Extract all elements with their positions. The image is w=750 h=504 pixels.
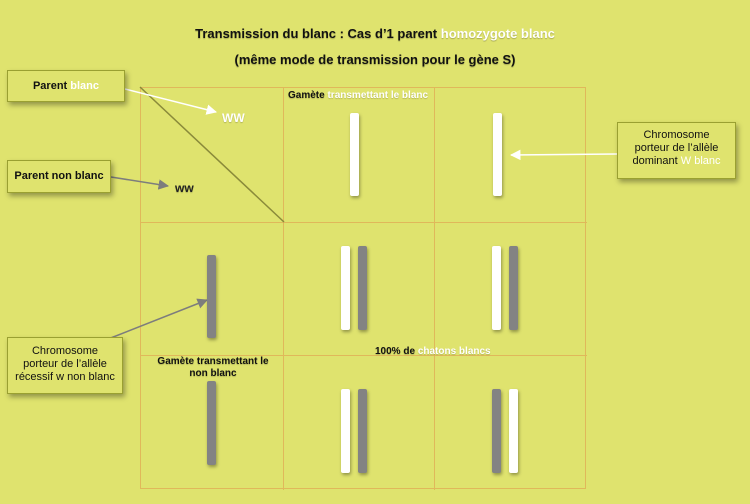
cell-gamete-top-2 — [435, 88, 587, 223]
gamete-left-line2: non blanc — [189, 368, 237, 379]
chromosome-offspring-3-white — [341, 389, 350, 473]
chromosome-offspring-4-white — [509, 389, 518, 473]
chromosome-offspring-1-gray — [358, 246, 367, 330]
result-label: 100% de chatons blancs — [375, 346, 491, 357]
title-highlight: homozygote blanc — [440, 26, 555, 41]
chromosome-offspring-2-gray — [509, 246, 518, 330]
callout-dominant-line3-text: dominant — [632, 155, 681, 167]
chromosome-recessive-gamete-1 — [207, 255, 216, 338]
cell-offspring-1 — [284, 223, 435, 356]
genotype-lower: ww — [175, 181, 194, 195]
callout-dominant-line3-highlight: W blanc — [680, 155, 721, 167]
diagram-subtitle: (même mode de transmission pour le gène … — [234, 52, 516, 67]
callout-dominant-line2: porteur de l’allèle — [634, 142, 719, 154]
callout-recessif-line2: porteur de l’allèle — [23, 358, 107, 370]
chromosome-offspring-1-white — [341, 246, 350, 330]
callout-recessif-line3: récessif w non blanc — [15, 371, 115, 383]
cell-gamete-left-2 — [141, 356, 284, 490]
callout-parent-blanc: Parent blanc — [7, 70, 125, 102]
chromosome-dominant-gamete-2 — [493, 113, 502, 196]
corner-cell — [141, 88, 284, 223]
genotype-upper: WW — [222, 111, 245, 125]
cell-gamete-left-1 — [141, 223, 284, 356]
chromosome-dominant-gamete-1 — [350, 113, 359, 196]
cell-offspring-3 — [284, 356, 435, 490]
chromosome-offspring-2-white — [492, 246, 501, 330]
chromosome-recessive-gamete-2 — [207, 381, 216, 465]
result-text: 100% de — [375, 346, 418, 357]
callout-recessif-line1: Chromosome — [31, 345, 99, 357]
punnett-grid — [140, 87, 587, 490]
gamete-top-text: Gamète — [288, 90, 328, 101]
callout-parent-blanc-highlight: blanc — [70, 79, 100, 92]
title-text: Transmission du blanc : Cas d’1 parent — [195, 26, 441, 41]
chromosome-offspring-4-gray — [492, 389, 501, 473]
gamete-left-line1: Gamète transmettant le — [157, 356, 269, 367]
cell-offspring-2 — [435, 223, 587, 356]
callout-dominant-line1: Chromosome — [643, 129, 710, 141]
chromosome-offspring-3-gray — [358, 389, 367, 473]
gamete-top-label: Gamète transmettant le blanc — [288, 90, 428, 101]
cell-gamete-top-1 — [284, 88, 435, 223]
callout-parent-blanc-text: Parent — [32, 79, 68, 92]
gamete-top-highlight: transmettant le blanc — [327, 90, 429, 101]
callout-parent-non-blanc: Parent non blanc — [7, 160, 111, 193]
callout-chromosome-recessif: Chromosome porteur de l’allèle récessif … — [7, 337, 123, 394]
callout-chromosome-dominant: Chromosome porteur de l’allèle dominant … — [617, 122, 736, 179]
result-highlight: chatons blancs — [417, 346, 491, 357]
diagram-title: Transmission du blanc : Cas d’1 parent h… — [0, 26, 750, 42]
callout-dominant-line3: dominant W blanc — [618, 155, 735, 168]
gamete-left-label: Gamète transmettant le non blanc — [147, 356, 279, 380]
